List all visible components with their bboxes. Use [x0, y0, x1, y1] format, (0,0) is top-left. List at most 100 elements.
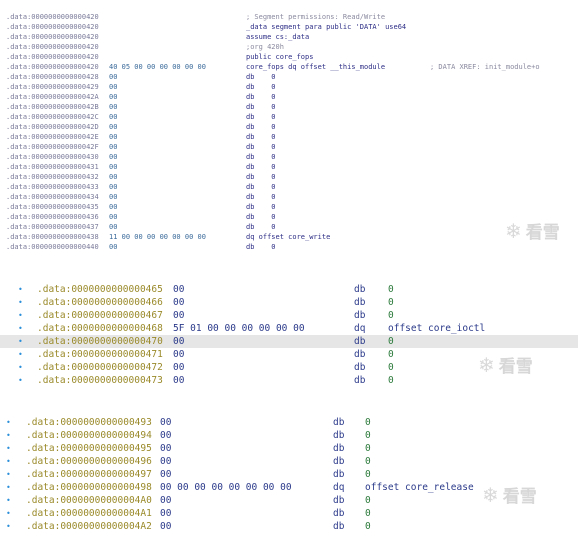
instruction: db 0 — [246, 203, 276, 211]
snowflake-icon: ❄ — [505, 218, 522, 243]
mnemonic: dq — [354, 323, 366, 334]
breakpoint-dot-icon[interactable]: • — [18, 324, 23, 333]
breakpoint-dot-icon[interactable]: • — [18, 337, 23, 346]
breakpoint-dot-icon[interactable]: • — [6, 496, 11, 505]
breakpoint-dot-icon[interactable]: • — [6, 483, 11, 492]
mnemonic: db — [333, 508, 345, 519]
hex-bytes: 00 — [109, 153, 118, 161]
mnemonic: db — [333, 443, 345, 454]
mnemonic: db — [354, 362, 366, 373]
breakpoint-dot-icon[interactable]: • — [18, 350, 23, 359]
hex-bytes: 00 — [109, 143, 118, 151]
hex-bytes: 00 — [109, 193, 118, 201]
breakpoint-dot-icon[interactable]: • — [18, 376, 23, 385]
address-label: .data:0000000000000435 — [6, 203, 99, 211]
operand: 0 — [365, 508, 371, 519]
hex-bytes: 00 — [160, 456, 172, 467]
mnemonic: db — [354, 349, 366, 360]
breakpoint-dot-icon[interactable]: • — [6, 522, 11, 531]
address-label: .data:0000000000000434 — [6, 193, 99, 201]
address-label: .data:0000000000000420 — [6, 53, 99, 61]
listing-row[interactable]: .data:0000000000000420; Segment permissi… — [0, 12, 578, 22]
operand[interactable]: offset core_ioctl — [388, 323, 486, 334]
breakpoint-dot-icon[interactable]: • — [6, 457, 11, 466]
hex-bytes: 00 — [109, 103, 118, 111]
instruction: db 0 — [246, 73, 276, 81]
hex-bytes: 00 — [173, 349, 185, 360]
hex-bytes: 00 — [109, 243, 118, 251]
hex-bytes: 00 — [160, 469, 172, 480]
address-label: .data:0000000000000420 — [6, 23, 99, 31]
address-label: .data:0000000000000497 — [26, 469, 152, 480]
listing-row[interactable]: .data:0000000000000420 _data segment para… — [0, 22, 578, 32]
mnemonic: db — [354, 297, 366, 308]
breakpoint-dot-icon[interactable]: • — [18, 285, 23, 294]
instruction: db 0 — [246, 243, 276, 251]
operand: 0 — [365, 430, 371, 441]
hex-bytes: 00 — [173, 362, 185, 373]
hex-bytes: 00 — [109, 83, 118, 91]
hex-bytes: 00 — [173, 375, 185, 386]
operand: 0 — [388, 349, 394, 360]
instruction: ;org 420h — [246, 43, 284, 51]
breakpoint-dot-icon[interactable]: • — [6, 509, 11, 518]
breakpoint-dot-icon[interactable]: • — [18, 363, 23, 372]
breakpoint-dot-icon[interactable]: • — [18, 311, 23, 320]
address-label: .data:0000000000000493 — [26, 417, 152, 428]
operand: 0 — [388, 375, 394, 386]
breakpoint-dot-icon[interactable]: • — [6, 470, 11, 479]
operand[interactable]: offset core_release — [365, 482, 474, 493]
address-label: .data:0000000000000420 — [6, 33, 99, 41]
listing-row[interactable]: .data:0000000000000420;org 420h — [0, 42, 578, 52]
instruction: db 0 — [246, 163, 276, 171]
breakpoint-dot-icon[interactable]: • — [6, 444, 11, 453]
breakpoint-dot-icon[interactable]: • — [6, 431, 11, 440]
hex-bytes: 00 — [109, 113, 118, 121]
hex-bytes: 00 — [109, 213, 118, 221]
instruction: _data segment para public 'DATA' use64 — [246, 23, 407, 31]
xref-comment[interactable]: ; DATA XREF: init_module+o — [430, 63, 540, 71]
breakpoint-dot-icon[interactable]: • — [18, 298, 23, 307]
address-label: .data:0000000000000494 — [26, 430, 152, 441]
breakpoint-dot-icon[interactable]: • — [6, 418, 11, 427]
address-label: .data:0000000000000466 — [37, 297, 163, 308]
